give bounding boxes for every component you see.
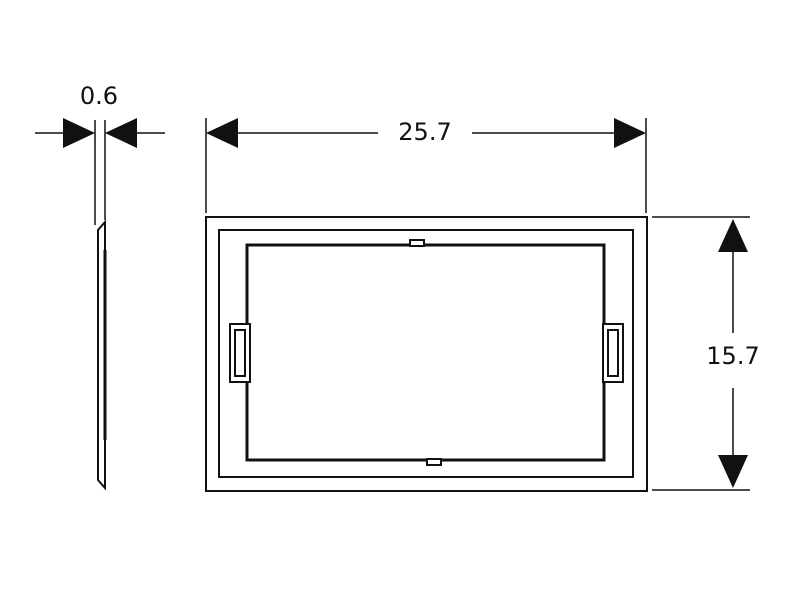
left-clip	[229, 323, 251, 383]
outer-frame	[205, 216, 648, 492]
top-notch	[409, 239, 425, 247]
right-clip	[602, 323, 624, 383]
thickness-arrow-left	[63, 118, 95, 148]
height-label: 15.7	[706, 342, 759, 370]
height-arrow-up	[718, 219, 748, 252]
width-arrow-left	[206, 118, 238, 148]
height-dimension	[652, 216, 750, 491]
width-arrow-right	[614, 118, 646, 148]
screen-window	[245, 243, 606, 462]
bottom-notch	[426, 458, 442, 466]
thickness-label: 0.6	[80, 82, 118, 110]
width-dimension	[205, 118, 647, 213]
side-view-profile	[97, 219, 107, 491]
inner-frame	[218, 229, 634, 478]
front-view	[205, 216, 648, 492]
height-arrow-down	[718, 455, 748, 488]
width-label: 25.7	[398, 118, 451, 146]
thickness-dimension	[35, 120, 165, 225]
thickness-arrow-right	[105, 118, 137, 148]
